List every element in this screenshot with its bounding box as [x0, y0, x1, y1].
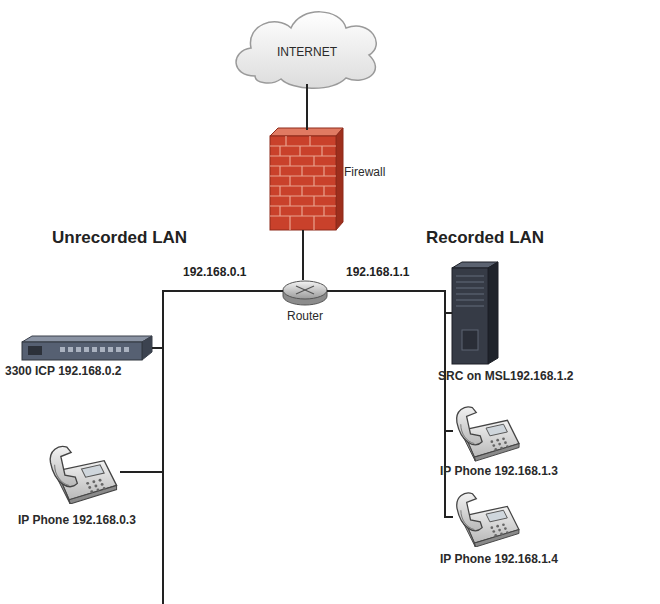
phone-icon [457, 493, 519, 547]
network-link [302, 230, 304, 280]
network-link [306, 84, 308, 130]
server-node: SRC on MSL192.168.1.2 [452, 262, 498, 364]
phone-icon [50, 446, 116, 504]
phone-node: IP Phone 192.168.0.3 [45, 440, 120, 504]
phone-icon [457, 407, 519, 461]
router-icon [283, 281, 327, 305]
node-label: 3300 ICP 192.168.0.2 [5, 365, 122, 379]
network-link [327, 291, 453, 431]
network-link [327, 291, 452, 313]
router-node: Router [283, 280, 327, 302]
network-link [152, 291, 283, 348]
phone-node: IP Phone 192.168.1.3 [453, 400, 521, 462]
network-link [120, 291, 283, 472]
controller-icon [22, 336, 152, 360]
lan-bus-line [162, 470, 164, 604]
network-link [327, 291, 453, 517]
node-label: IP Phone 192.168.0.3 [18, 514, 136, 528]
node-label: IP Phone 192.168.1.3 [440, 465, 558, 479]
ip-address: 192.168.0.1 [183, 266, 246, 280]
node-label: IP Phone 192.168.1.4 [440, 553, 558, 567]
node-label: INTERNET [232, 46, 382, 60]
node-label: SRC on MSL192.168.1.2 [438, 370, 573, 384]
node-label: Router [275, 310, 335, 324]
phone-node: IP Phone 192.168.1.4 [453, 487, 521, 547]
lan-title: Unrecorded LAN [52, 228, 187, 248]
server-icon [452, 262, 498, 364]
firewall-node: Firewall [270, 130, 336, 230]
controller-node: 3300 ICP 192.168.0.2 [22, 336, 152, 360]
firewall-wall [270, 128, 343, 230]
lan-title: Recorded LAN [426, 228, 544, 248]
cloud-node: INTERNET [232, 2, 382, 84]
ip-address: 192.168.1.1 [346, 266, 409, 280]
node-label: Firewall [344, 166, 385, 180]
